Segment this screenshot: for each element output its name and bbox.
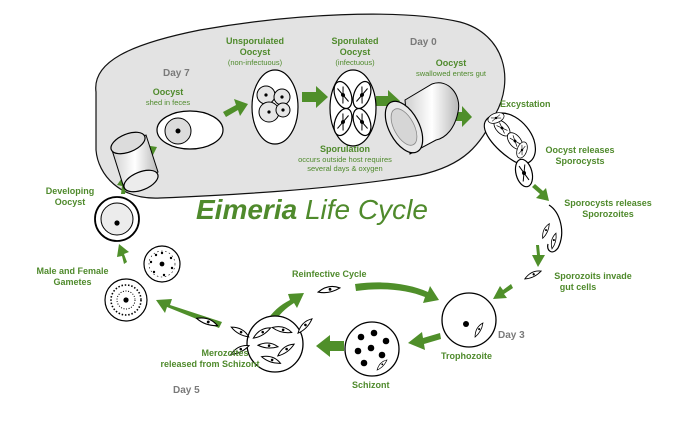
arrow-sporozoites-to-invade <box>532 245 545 267</box>
arrow-shed-to-unsporulated <box>223 99 248 117</box>
diagram-title: Eimeria Life Cycle <box>196 194 428 225</box>
arrow-invade-to-trophozoite <box>493 284 513 299</box>
sporocyst-releasing-shape <box>539 204 563 253</box>
arrow-reinfective-to-trophozoite <box>355 282 439 303</box>
day-7-label: Day 7 <box>163 68 190 79</box>
excystation-label: Excystation <box>500 99 551 109</box>
arrow-swallowed-to-excystation <box>452 106 472 127</box>
shed-oocyst-cylinder <box>110 131 159 193</box>
merozoites-shape <box>229 315 315 373</box>
sporulated-oocyst-shape <box>329 69 377 147</box>
excystation-shape <box>483 110 536 165</box>
arrow-gametes-to-developing <box>117 244 129 264</box>
day-5-label: Day 5 <box>173 385 200 396</box>
schizont-label: Schizont <box>352 380 390 390</box>
swallowed-oocyst-cylinder <box>384 82 460 155</box>
reinfective-merozoite-shape <box>317 285 341 294</box>
arrow-releases-to-sporozoites <box>532 184 549 201</box>
unsporulated-oocyst-shape <box>251 69 299 145</box>
day-3-label: Day 3 <box>498 330 525 341</box>
trophozoite-label: Trophozoite <box>441 351 492 361</box>
reinfective-cycle-label: Reinfective Cycle <box>292 269 367 279</box>
schizont-shape <box>344 321 400 377</box>
male-gamete-shape <box>143 245 181 283</box>
arrow-unsporulated-to-sporulated <box>302 86 328 108</box>
female-gamete-shape <box>104 278 148 322</box>
trophozoite-shape <box>441 292 497 348</box>
arrow-trophozoite-to-schizont <box>408 332 441 350</box>
arrow-schizont-to-merozoites <box>316 335 344 357</box>
invading-sporozoite-shape <box>523 268 543 281</box>
oocyst-shed-shape <box>156 110 224 150</box>
day-0-label: Day 0 <box>410 37 437 48</box>
developing-oocyst-shape <box>94 196 140 242</box>
